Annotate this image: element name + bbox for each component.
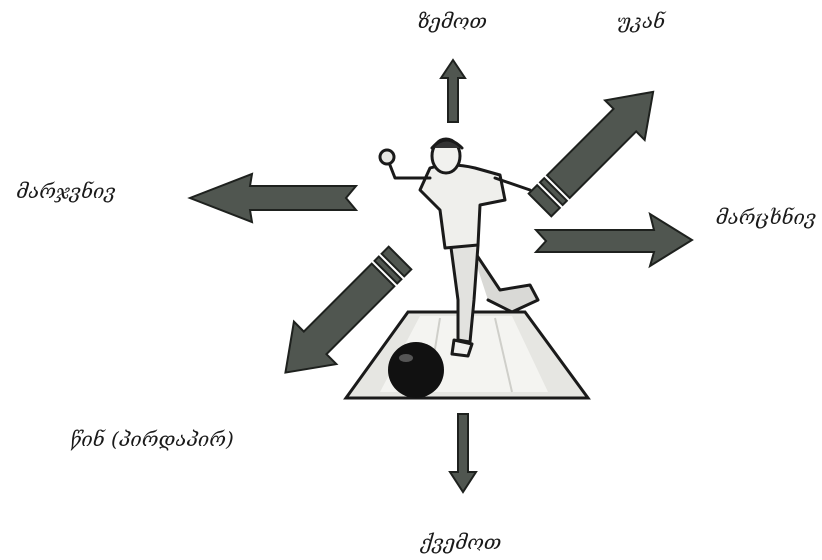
arrow-up-icon: [441, 60, 465, 122]
arrow-down-icon: [450, 414, 476, 492]
label-up: ზემოთ: [417, 9, 487, 33]
label-back: უკან: [617, 9, 667, 33]
bowling-ball-icon: [388, 342, 444, 398]
arrow-left-icon: [190, 174, 356, 222]
arrow-back-icon: [520, 72, 673, 225]
arrow-right-icon: [536, 214, 692, 266]
label-right: მარცხნივ: [716, 205, 816, 229]
label-down: ქვემოთ: [420, 530, 502, 554]
label-forward: წინ (პირდაპირ): [70, 427, 234, 451]
label-left: მარჯვნივ: [16, 179, 115, 203]
